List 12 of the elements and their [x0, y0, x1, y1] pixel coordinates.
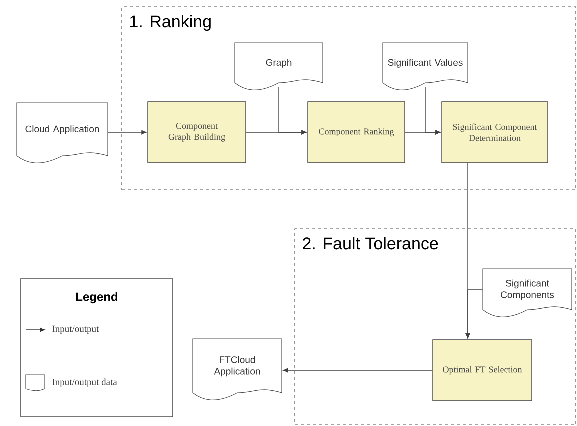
legend-text: Input/output data: [52, 378, 118, 388]
arrow: [108, 130, 147, 135]
arrow: [425, 86, 441, 135]
process-box: Optimal FT Selection: [432, 340, 532, 402]
legend-text: Input/output: [52, 326, 100, 334]
arrow: [278, 86, 307, 135]
process-box: Significant Component Determination: [442, 102, 548, 164]
process-box: Component Ranking: [308, 102, 406, 164]
process-box: Component Graph Building: [148, 102, 246, 164]
legend-title: Legend: [76, 292, 118, 304]
arrow: [466, 290, 484, 339]
arrow: [283, 368, 433, 373]
